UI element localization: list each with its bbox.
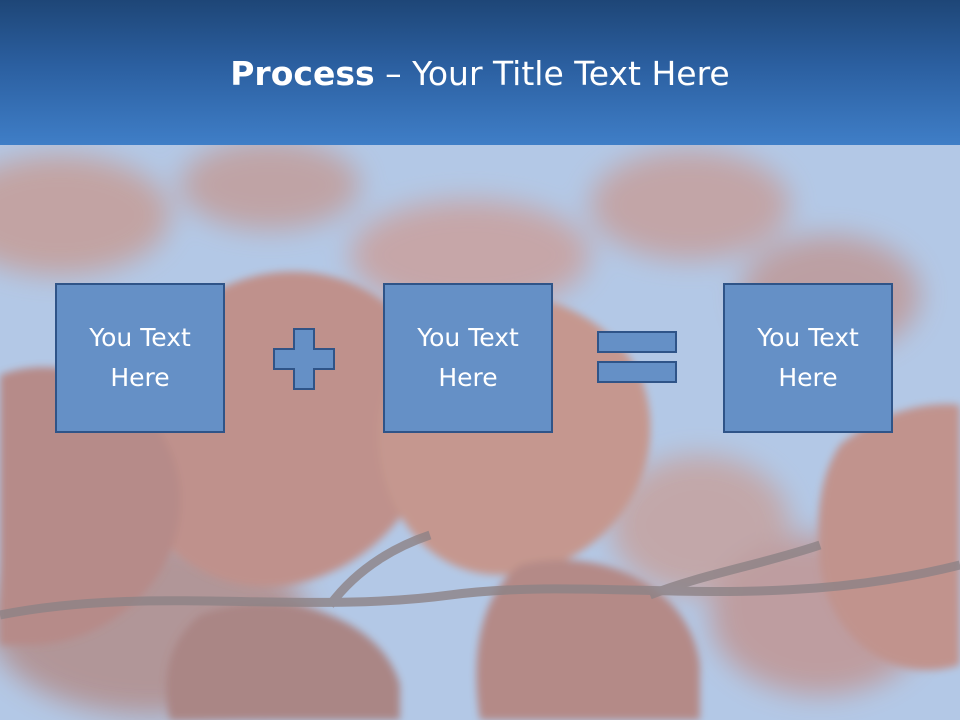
title-separator: –: [374, 54, 413, 93]
process-box-1-text: You Text Here: [65, 318, 215, 398]
slide-title[interactable]: Process – Your Title Text Here: [0, 52, 960, 96]
title-bold: Process: [230, 54, 375, 93]
process-box-3-line2: Here: [778, 363, 838, 392]
process-box-2[interactable]: You Text Here: [383, 283, 553, 433]
process-box-3-line1: You Text: [757, 323, 859, 352]
plus-icon[interactable]: [273, 328, 335, 390]
process-box-2-line1: You Text: [417, 323, 519, 352]
title-rest: Your Title Text Here: [412, 54, 730, 93]
process-box-2-text: You Text Here: [393, 318, 543, 398]
process-box-3[interactable]: You Text Here: [723, 283, 893, 433]
process-box-1-line1: You Text: [89, 323, 191, 352]
process-box-1[interactable]: You Text Here: [55, 283, 225, 433]
process-box-1-line2: Here: [110, 363, 170, 392]
process-box-2-line2: Here: [438, 363, 498, 392]
process-box-3-text: You Text Here: [733, 318, 883, 398]
title-bar: Process – Your Title Text Here: [0, 0, 960, 145]
equals-icon[interactable]: [597, 331, 677, 383]
